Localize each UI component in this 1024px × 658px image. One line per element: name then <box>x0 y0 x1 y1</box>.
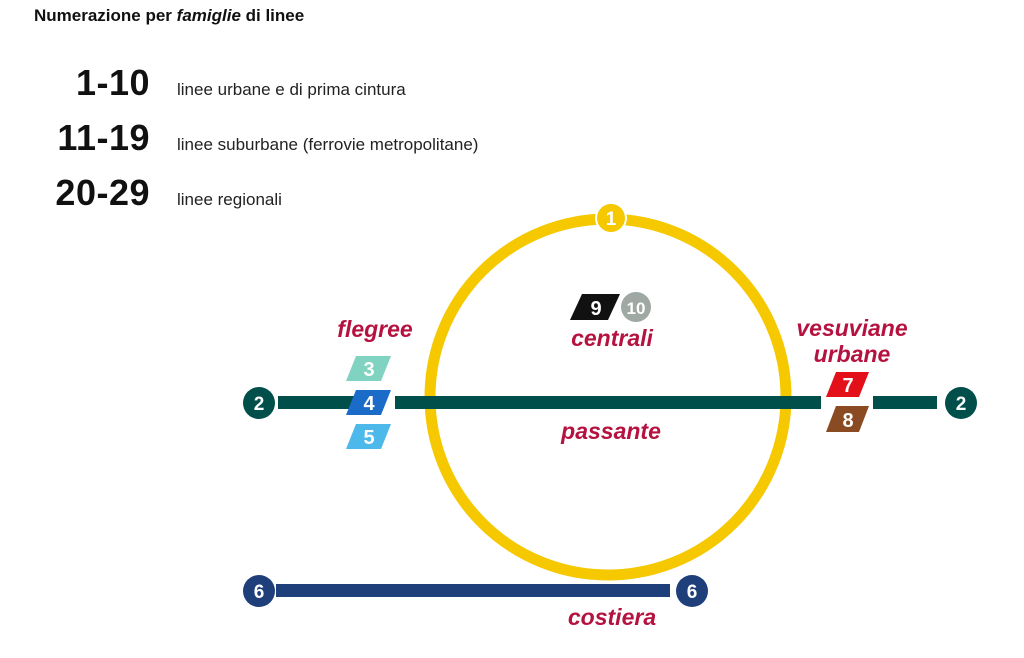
line-4-badge: 4 <box>346 390 391 415</box>
title-prefix: Numerazione per <box>34 6 177 25</box>
diagram-title: Numerazione per famiglie di linee <box>34 6 304 26</box>
line-6-marker-east: 6 <box>676 575 708 607</box>
legend-range-urban: 1-10 <box>75 62 150 103</box>
line-3-badge: 3 <box>346 356 391 381</box>
line-2-segment-east <box>873 396 937 409</box>
group-label-urbane: urbane <box>814 341 891 367</box>
group-label-costiera: costiera <box>568 604 656 630</box>
title-emphasis: famiglie <box>176 6 241 25</box>
line-2-marker-east: 2 <box>945 387 977 419</box>
line-8-badge: 8 <box>826 406 869 432</box>
line-2-segment-west <box>278 396 370 409</box>
line-6-marker-west: 6 <box>243 575 275 607</box>
line-2-marker-west: 2 <box>243 387 275 419</box>
line-9-badge: 9 <box>570 294 620 320</box>
line-1-marker: 1 <box>595 202 627 234</box>
line-5-badge: 5 <box>346 424 391 449</box>
svg-text:10: 10 <box>627 299 646 318</box>
title-suffix: di linee <box>240 6 305 25</box>
group-label-vesuviane: vesuviane <box>796 315 907 341</box>
group-label-flegree: flegree <box>337 316 413 342</box>
svg-text:6: 6 <box>254 582 265 603</box>
svg-text:2: 2 <box>254 394 265 415</box>
svg-text:1: 1 <box>606 209 617 230</box>
svg-text:2: 2 <box>956 394 967 415</box>
svg-text:7: 7 <box>842 375 853 397</box>
line-2-segment-center <box>395 396 821 409</box>
line-10-marker: 10 <box>621 292 651 322</box>
svg-text:6: 6 <box>687 582 698 603</box>
line-7-badge: 7 <box>826 372 869 397</box>
svg-text:4: 4 <box>363 393 375 415</box>
legend-desc-suburban: linee suburbane (ferrovie metropolitane) <box>177 135 479 154</box>
legend-range-regional: 20-29 <box>55 172 150 213</box>
legend-desc-regional: linee regionali <box>177 190 282 209</box>
svg-text:5: 5 <box>363 427 374 449</box>
svg-text:8: 8 <box>842 410 853 432</box>
svg-text:3: 3 <box>363 359 374 381</box>
group-label-centrali: centrali <box>571 325 653 351</box>
legend-desc-urban: linee urbane e di prima cintura <box>177 80 406 99</box>
svg-text:9: 9 <box>590 298 601 320</box>
group-label-passante: passante <box>560 418 661 444</box>
line-6-segment <box>276 584 670 597</box>
legend-range-suburban: 11-19 <box>57 117 150 158</box>
